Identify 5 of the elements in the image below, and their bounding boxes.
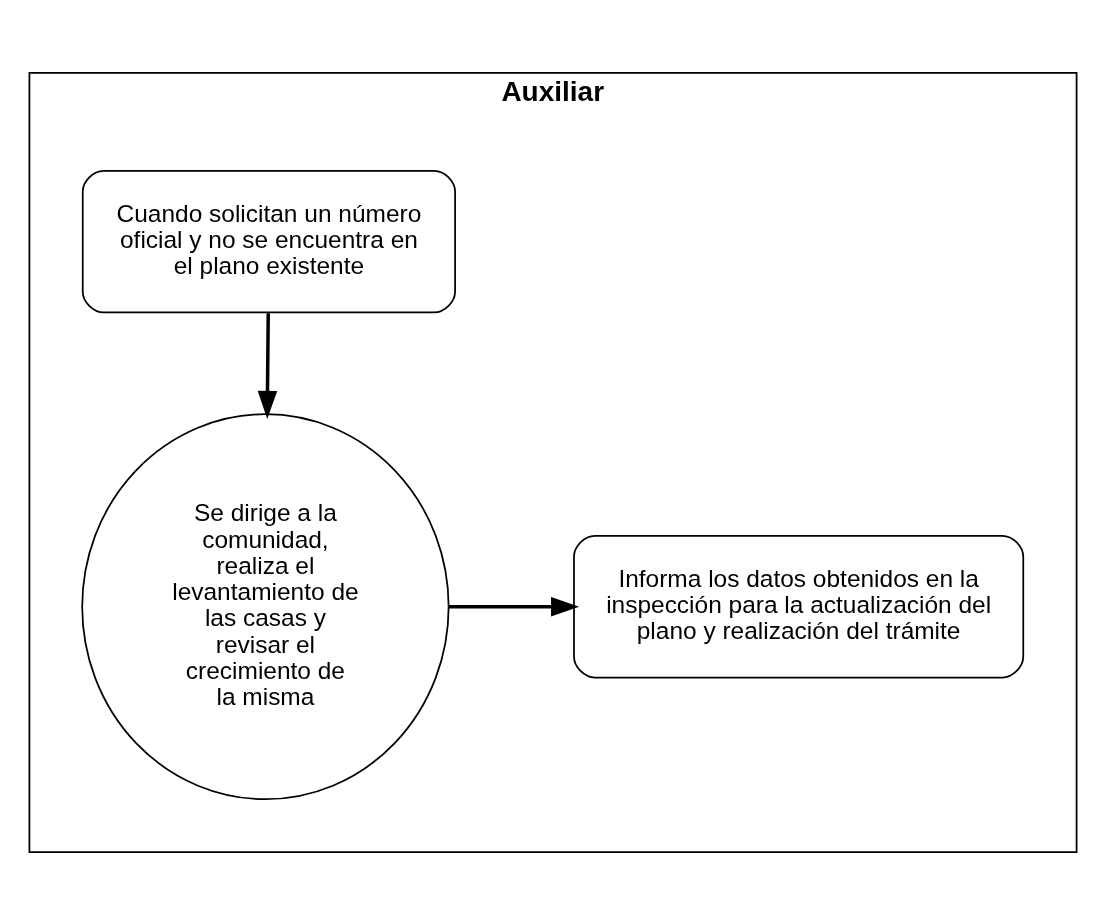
node-box: Informa los datos obtenidos en la inspección para la actualización del plano y realización del trámite [573, 534, 1025, 678]
node-box: Cuando solicitan un número oficial y no se encuentra en el plano existente [81, 169, 456, 313]
node-circle: Se dirige a la comunidad, realiza el levantamiento de las casas y revisar el crecimiento de la misma [81, 412, 450, 800]
arrow [257, 312, 278, 419]
arrow [448, 596, 580, 617]
